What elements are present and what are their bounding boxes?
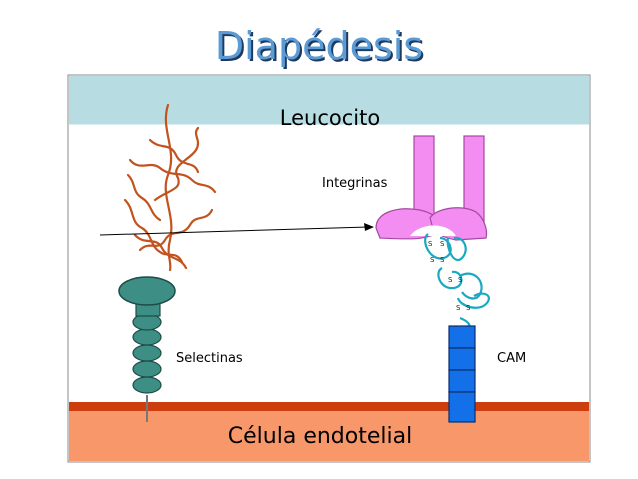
disulfide-s: S	[430, 256, 435, 264]
disulfide-s: S	[458, 276, 463, 284]
diagram-frame	[67, 74, 591, 463]
disulfide-s: S	[456, 304, 461, 312]
selectin-molecule	[118, 276, 176, 422]
endothelial-membrane	[69, 402, 589, 411]
integrins-label: Integrinas	[322, 176, 388, 191]
migration-arrow-head	[364, 223, 374, 231]
disulfide-bonds: S S S S S S S S	[428, 240, 471, 312]
leucocyte-label: Leucocito	[279, 106, 381, 130]
selectins-label: Selectinas	[176, 351, 243, 366]
diagram-title: Diapédesis	[214, 24, 424, 68]
cam-label: CAM	[497, 351, 527, 366]
glycocalyx-chains	[123, 103, 217, 272]
endothelial-label: Célula endotelial	[227, 424, 413, 449]
disulfide-s: S	[466, 304, 471, 312]
cam-molecule	[448, 325, 476, 423]
migration-arrow-line	[99, 226, 369, 236]
disulfide-s: S	[448, 276, 453, 284]
disulfide-s: S	[440, 256, 445, 264]
integrin-molecule	[375, 135, 488, 241]
endothelial-region	[69, 411, 589, 461]
selectin-head	[118, 276, 176, 306]
cam-loops	[424, 233, 490, 332]
disulfide-s: S	[428, 240, 433, 248]
disulfide-s: S	[440, 240, 445, 248]
leucocyte-region	[69, 76, 589, 126]
